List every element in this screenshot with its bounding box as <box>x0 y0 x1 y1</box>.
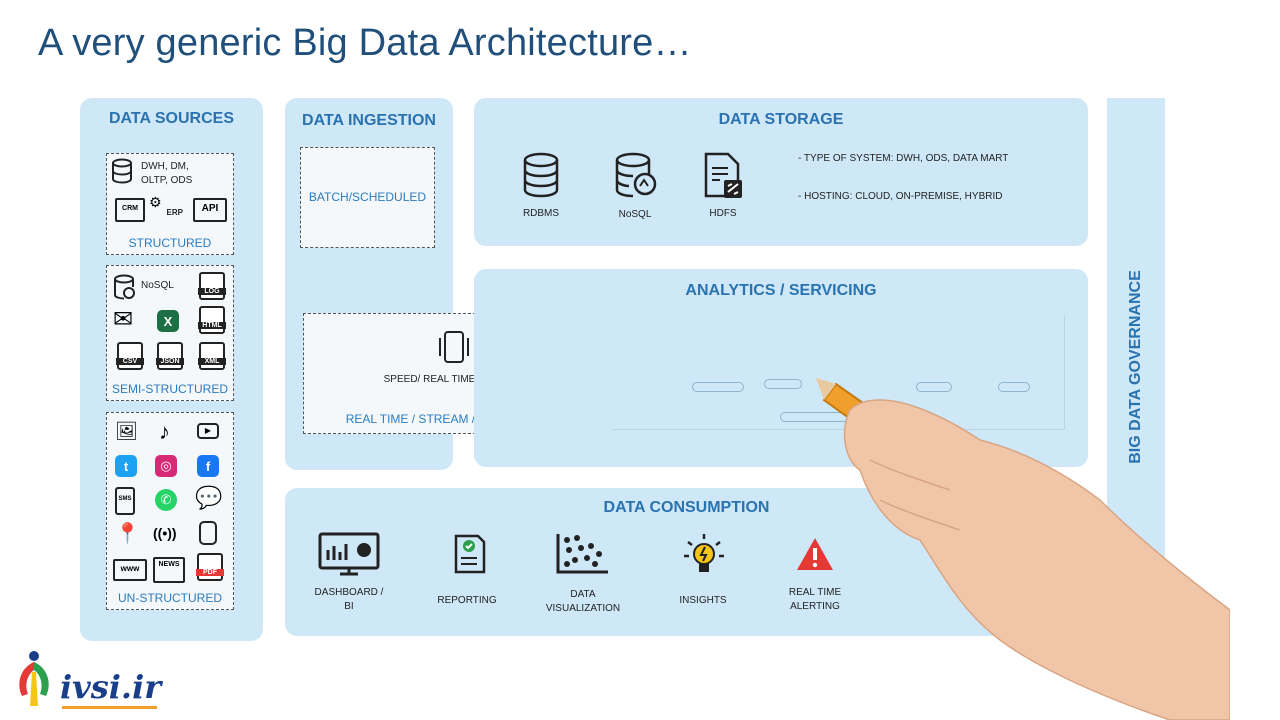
consumption-alerting-label: REAL TIME ALERTING <box>788 587 842 612</box>
unstructured-caption: UN-STRUCTURED <box>118 591 222 605</box>
storage-hdfs-label: HDFS <box>709 208 737 219</box>
sketch-pill-4 <box>998 382 1030 392</box>
unstructured-group: 🖼 ♪ ▶ t ◎ f SMS ✆ 💬 📍 ((•)) www NEWS PDF… <box>106 412 234 610</box>
sketch-pill-3 <box>916 382 952 392</box>
hand-with-pencil <box>816 378 1230 720</box>
structured-db-text: DWH, DM, OLTP, ODS <box>141 161 193 186</box>
twitter-icon: t <box>115 455 137 477</box>
erp-icon: ERP <box>166 208 183 217</box>
dashboard-monitor-icon <box>318 532 380 576</box>
api-icon: API <box>193 198 227 222</box>
email-icon: ✉ <box>113 306 134 333</box>
music-note-icon: ♪ <box>159 419 170 444</box>
excel-icon: X <box>157 310 179 332</box>
report-document-icon <box>450 534 488 574</box>
video-icon: ▶ <box>197 423 219 439</box>
data-sources-header: DATA SOURCES <box>108 110 235 127</box>
json-file-icon: JSON <box>156 342 184 370</box>
analytics-panel: ANALYTICS / SERVICING <box>474 269 1088 467</box>
news-icon: NEWS <box>153 557 185 583</box>
data-sources-panel: DATA SOURCES DWH, DM, OLTP, ODS CRM ERP … <box>80 98 263 641</box>
www-icon: www <box>113 559 147 581</box>
structured-caption: STRUCTURED <box>128 236 212 250</box>
semi-structured-group: NoSQL LOG ✉ X HTML CSV JSON XML SEMI-STR… <box>106 265 234 401</box>
data-storage-panel: DATA STORAGE RDBMS NoSQL HDFS - TYPE OF … <box>474 98 1088 246</box>
html-file-icon: HTML <box>198 306 226 334</box>
logo-figure-icon <box>19 651 49 706</box>
crm-icon: CRM <box>115 198 145 222</box>
gear-icon: ⚙ <box>149 194 162 210</box>
logo-underline <box>62 706 157 709</box>
storage-note-system: - TYPE OF SYSTEM: DWH, ODS, DATA MART <box>798 153 1009 164</box>
structured-group: DWH, DM, OLTP, ODS CRM ERP ⚙ API STRUCTU… <box>106 153 234 255</box>
consumption-dashboard-label: DASHBOARD / BI <box>314 587 384 612</box>
sms-phone-icon: SMS <box>115 487 135 515</box>
xml-file-icon: XML <box>198 342 226 370</box>
pdf-file-icon: PDF <box>196 553 224 581</box>
whatsapp-icon: ✆ <box>155 489 177 511</box>
storage-rdbms-label: RDBMS <box>522 208 560 219</box>
semi-nosql-label: NoSQL <box>141 280 174 291</box>
consumption-reporting-label: REPORTING <box>437 595 497 606</box>
batch-box: BATCH/SCHEDULED <box>300 147 435 248</box>
image-icon: 🖼 <box>115 421 138 441</box>
consumption-visualization-label: DATA VISUALIZATION <box>545 589 621 614</box>
scatter-plot-icon <box>555 532 611 576</box>
broadcast-icon: ((•)) <box>153 525 177 541</box>
batch-label: BATCH/SCHEDULED <box>308 190 427 204</box>
alert-warning-icon <box>795 536 835 572</box>
smartwatch-icon <box>199 521 217 545</box>
chat-bubble-icon: 💬 <box>195 485 223 510</box>
analytics-sketch-area <box>612 315 1065 430</box>
analytics-header: ANALYTICS / SERVICING <box>685 282 877 299</box>
sketch-pill-1 <box>692 382 744 392</box>
semi-structured-caption: SEMI-STRUCTURED <box>112 382 228 396</box>
hdfs-file-icon <box>702 152 744 200</box>
database-icon <box>111 158 133 184</box>
consumption-insights-label: INSIGHTS <box>679 595 727 606</box>
rdbms-database-icon <box>522 152 560 198</box>
lightbulb-icon <box>682 532 726 576</box>
storage-note-hosting: - HOSTING: CLOUD, ON-PREMISE, HYBRID <box>798 191 1003 202</box>
nosql-database-icon <box>614 152 658 198</box>
log-file-icon: LOG <box>198 272 226 300</box>
instagram-icon: ◎ <box>155 455 177 477</box>
speed-views-label: SPEED/ REAL TIME VIEWS <box>383 374 511 385</box>
storage-nosql-label: NoSQL <box>618 209 652 220</box>
page-title: A very generic Big Data Architecture… <box>38 22 692 64</box>
sketch-pill-2 <box>764 379 802 389</box>
nosql-db-icon <box>113 274 135 300</box>
data-storage-header: DATA STORAGE <box>718 111 844 128</box>
map-pin-icon: 📍 <box>115 523 140 545</box>
logo-text: ivsi.ir <box>60 668 162 706</box>
data-ingestion-header: DATA INGESTION <box>302 112 436 129</box>
mobile-device-icon <box>436 330 472 364</box>
csv-file-icon: CSV <box>116 342 144 370</box>
facebook-icon: f <box>197 455 219 477</box>
data-consumption-header: DATA CONSUMPTION <box>603 499 770 516</box>
